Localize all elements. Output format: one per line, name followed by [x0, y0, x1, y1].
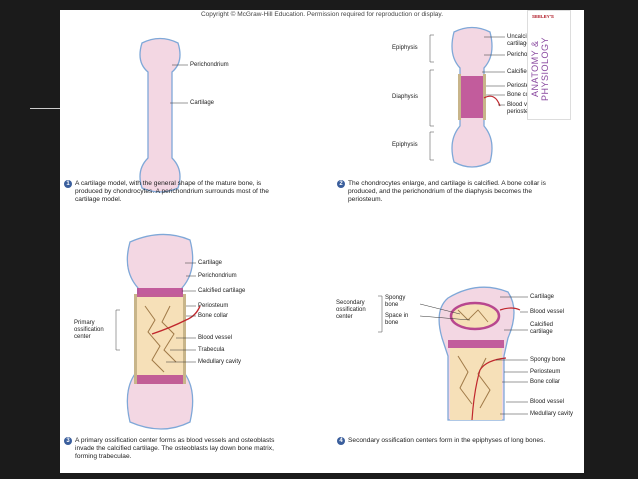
label-calcified-cartilage-4: Calcified cartilage: [530, 322, 574, 336]
label-space-in-bone: Space in bone: [385, 313, 419, 327]
label-bone-collar-4: Bone collar: [530, 379, 560, 386]
step-number-2: 2: [337, 180, 345, 188]
label-primary-ossification-center: Primary ossification center: [74, 320, 114, 341]
label-trabecula: Trabecula: [198, 347, 224, 354]
label-perichondrium-1: Perichondrium: [190, 62, 229, 69]
bone-development-illustration: [60, 10, 584, 473]
label-blood-vessel-4a: Blood vessel: [530, 309, 564, 316]
step-number-1: 1: [64, 180, 72, 188]
label-periosteum-4: Periosteum: [530, 369, 560, 376]
label-spongy-bone-4b: Spongy bone: [530, 357, 565, 364]
book-cover-title: ANATOMY & PHYSIOLOGY: [530, 23, 568, 115]
label-cartilage-3: Cartilage: [198, 260, 222, 267]
label-bone-collar-3: Bone collar: [198, 313, 228, 320]
slide-edge-mark: [30, 108, 61, 109]
book-cover-publisher: SEELEY'S: [532, 14, 554, 19]
label-blood-vessel-3: Blood vessel: [198, 335, 232, 342]
step-number-3: 3: [64, 437, 72, 445]
label-medullary-cavity-3: Medullary cavity: [198, 359, 241, 366]
label-spongy-bone-4a: Spongy bone: [385, 295, 419, 309]
label-cartilage-1: Cartilage: [190, 100, 214, 107]
label-periosteum-3: Periosteum: [198, 303, 228, 310]
label-blood-vessel-4b: Blood vessel: [530, 399, 564, 406]
label-cartilage-4: Cartilage: [530, 294, 554, 301]
label-perichondrium-3: Perichondrium: [198, 273, 237, 280]
step-number-4: 4: [337, 437, 345, 445]
primary-ossification-bone: [116, 234, 200, 429]
label-calcified-cartilage-3: Calcified cartilage: [198, 288, 245, 295]
calcified-bone-model: [430, 28, 505, 168]
caption-4: Secondary ossification centers form in t…: [348, 437, 553, 445]
cartilage-model-bone: [140, 39, 188, 193]
figure-slide: Copyright © McGraw-Hill Education. Permi…: [60, 10, 584, 473]
label-secondary-ossification-center: Secondary ossification center: [336, 300, 378, 321]
caption-2: The chondrocytes enlarge, and cartilage …: [348, 180, 553, 204]
label-epiphysis-top: Epiphysis: [392, 45, 418, 52]
caption-1: A cartilage model, with the general shap…: [75, 180, 280, 204]
label-epiphysis-bottom: Epiphysis: [392, 142, 418, 149]
book-cover-thumbnail: SEELEY'S ANATOMY & PHYSIOLOGY: [527, 10, 571, 120]
caption-3: A primary ossification center forms as b…: [75, 437, 280, 461]
label-diaphysis: Diaphysis: [392, 94, 418, 101]
label-medullary-cavity-4: Medullary cavity: [530, 411, 573, 418]
